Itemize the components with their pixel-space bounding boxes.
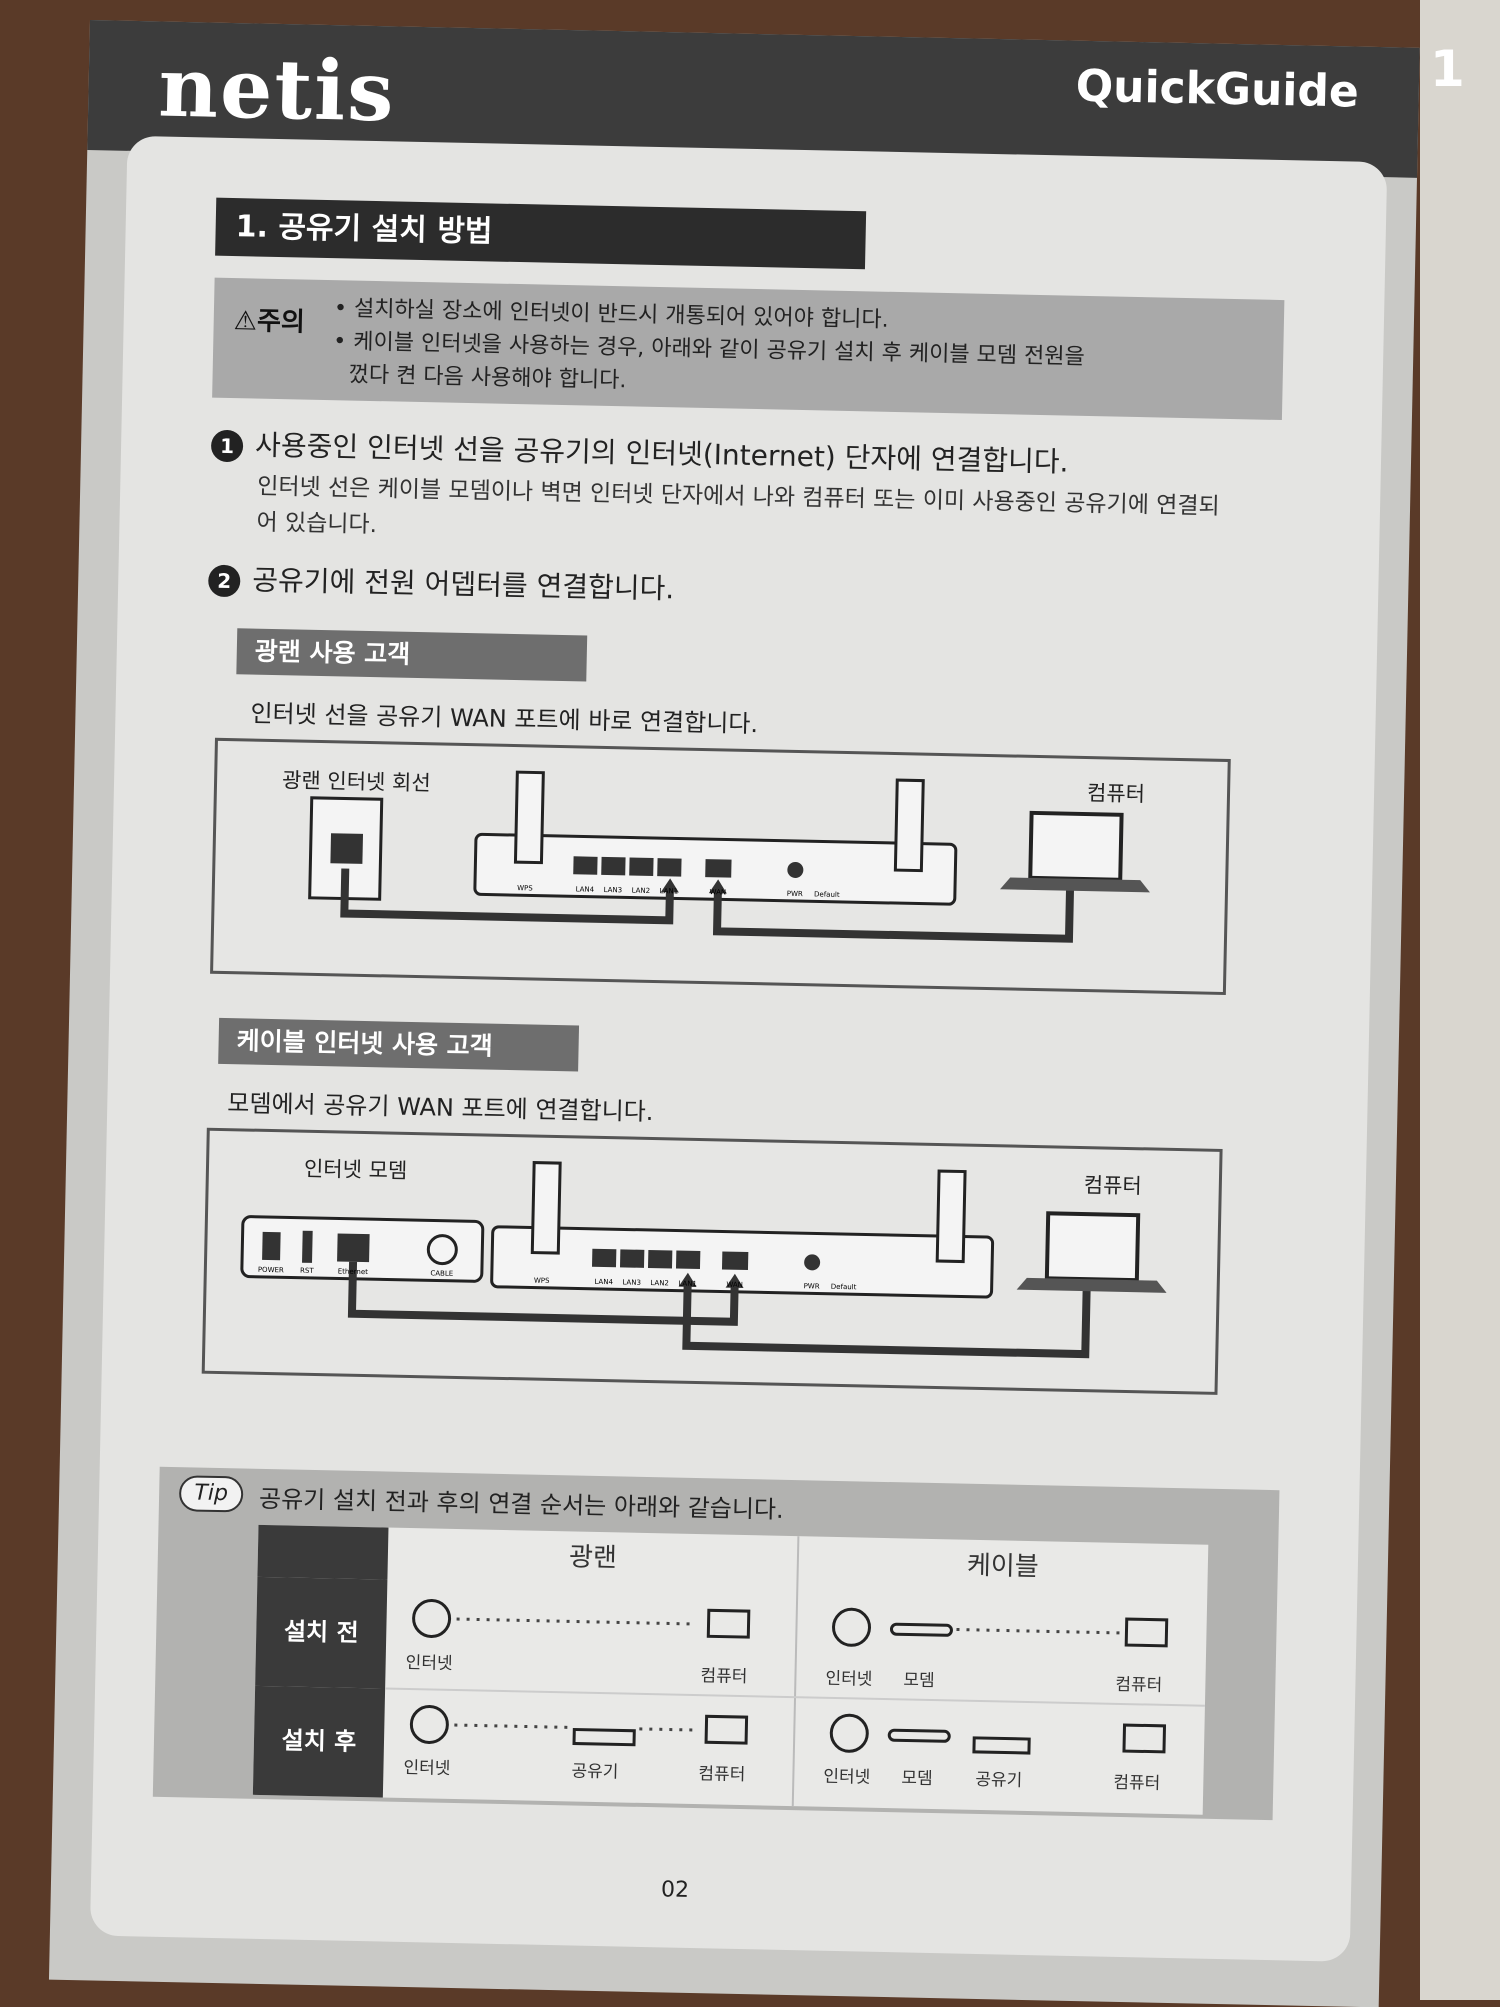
port-label: WPS — [517, 884, 533, 892]
laptop-icon — [1124, 1617, 1169, 1648]
port-label: LAN1 — [678, 1280, 697, 1288]
connection-icons — [385, 1536, 1205, 1807]
modem-port-label: RST — [300, 1267, 314, 1275]
guide-title: QuickGuide — [1075, 60, 1360, 118]
label-computer: 컴퓨터 — [700, 1666, 748, 1688]
next-page-fragment: 1 — [1430, 40, 1465, 98]
router-icon — [972, 1736, 1031, 1755]
cable-desc: 모뎀에서 공유기 WAN 포트에 연결합니다. — [227, 1089, 654, 1127]
tip-box: Tip 공유기 설치 전과 후의 연결 순서는 아래와 같습니다. 설치 전 설… — [152, 1466, 1280, 1821]
modem-icon — [887, 1728, 951, 1743]
brand-logo: netis — [157, 39, 397, 141]
fiber-tag: 광랜 사용 고객 — [236, 628, 588, 682]
antenna-icon — [513, 770, 545, 865]
cable-line — [347, 1261, 739, 1326]
next-page-edge: 1 — [1420, 0, 1500, 2000]
tip-badge: Tip — [178, 1475, 244, 1513]
cable-line — [712, 888, 1075, 943]
port-label: Default — [831, 1283, 857, 1292]
port-label: WPS — [534, 1277, 550, 1285]
port-label: WAN — [709, 888, 726, 896]
step-number: 1 — [210, 429, 244, 463]
fiber-wiring-illustration: WPS LAN4 LAN3 LAN2 LAN1 WAN PWR Default — [308, 770, 1150, 943]
label-internet: 인터넷 — [403, 1757, 451, 1779]
port-label: LAN3 — [622, 1278, 641, 1286]
tip-text: 공유기 설치 전과 후의 연결 순서는 아래와 같습니다. — [258, 1484, 784, 1524]
label-computer: 컴퓨터 — [1115, 1674, 1163, 1696]
port-label: LAN3 — [604, 886, 623, 894]
caution-box: ⚠주의 • 설치하실 장소에 인터넷이 반드시 개통되어 있어야 합니다. • … — [212, 277, 1285, 421]
globe-icon — [412, 1599, 452, 1639]
label-internet: 인터넷 — [405, 1652, 453, 1674]
label-internet: 인터넷 — [823, 1766, 871, 1788]
laptop-icon — [704, 1714, 749, 1745]
page-number: 02 — [660, 1877, 690, 1903]
port-label: Default — [814, 890, 840, 899]
antenna-icon — [893, 778, 925, 873]
label-computer: 컴퓨터 — [1113, 1772, 1161, 1794]
warning-icon: ⚠주의 — [233, 306, 306, 338]
antenna-icon — [935, 1169, 967, 1264]
section-title: 1. 공유기 설치 방법 — [215, 197, 867, 270]
fiber-desc: 인터넷 선을 공유기 WAN 포트에 바로 연결합니다. — [250, 699, 759, 739]
label-internet: 인터넷 — [825, 1668, 873, 1690]
antenna-icon — [530, 1161, 562, 1255]
cable-tag: 케이블 인터넷 사용 고객 — [218, 1017, 580, 1072]
modem-port-label: Ethernet — [338, 1267, 369, 1276]
router-icon — [572, 1727, 636, 1747]
modem-icon — [889, 1622, 953, 1637]
step-1-detail: 인터넷 선은 케이블 모뎀이나 벽면 인터넷 단자에서 나와 컴퓨터 또는 이미… — [256, 473, 1220, 539]
laptop-icon — [706, 1608, 751, 1639]
globe-icon — [829, 1713, 869, 1753]
cable-wiring-illustration: WPS LAN4 LAN3 LAN2 LAN1 WAN PWR Default POWER RST… — [240, 1161, 1167, 1359]
port-label: PWR — [804, 1282, 820, 1290]
port-label: LAN4 — [576, 885, 595, 893]
connection-order-table: 설치 전 설치 후 광랜 케이블 — [252, 1524, 1209, 1815]
cable-line — [682, 1285, 1091, 1359]
label-router: 공유기 — [975, 1769, 1023, 1791]
label-computer: 컴퓨터 — [698, 1764, 746, 1786]
port-label: WAN — [726, 1281, 743, 1289]
label-router: 공유기 — [571, 1761, 619, 1783]
step-text: 공유기에 전원 어뎁터를 연결합니다. — [251, 563, 675, 606]
laptop-icon — [1028, 810, 1124, 882]
manual-page: netis QuickGuide 1. 공유기 설치 방법 ⚠주의 • 설치하실… — [48, 20, 1420, 2007]
port-label: LAN2 — [632, 887, 651, 895]
step-2: 2 공유기에 전원 어뎁터를 연결합니다. — [207, 558, 675, 608]
label-modem: 모뎀 — [901, 1768, 933, 1790]
port-label: PWR — [787, 890, 803, 898]
ethernet-port-icon — [330, 833, 364, 864]
globe-icon — [409, 1704, 449, 1744]
port-label: LAN2 — [650, 1279, 669, 1287]
step-number: 2 — [207, 564, 241, 598]
laptop-icon — [1122, 1723, 1167, 1754]
cable-line — [340, 868, 674, 925]
modem-port-label: CABLE — [430, 1269, 453, 1277]
port-label: LAN1 — [660, 887, 679, 895]
label-modem: 모뎀 — [903, 1670, 935, 1692]
laptop-icon — [1044, 1211, 1141, 1283]
caution-label: 주의 — [256, 306, 306, 338]
globe-icon — [832, 1607, 872, 1647]
modem-port-label: POWER — [258, 1266, 284, 1275]
port-label: LAN4 — [594, 1278, 613, 1286]
content-area: 1. 공유기 설치 방법 ⚠주의 • 설치하실 장소에 인터넷이 반드시 개통되… — [89, 135, 1388, 1962]
